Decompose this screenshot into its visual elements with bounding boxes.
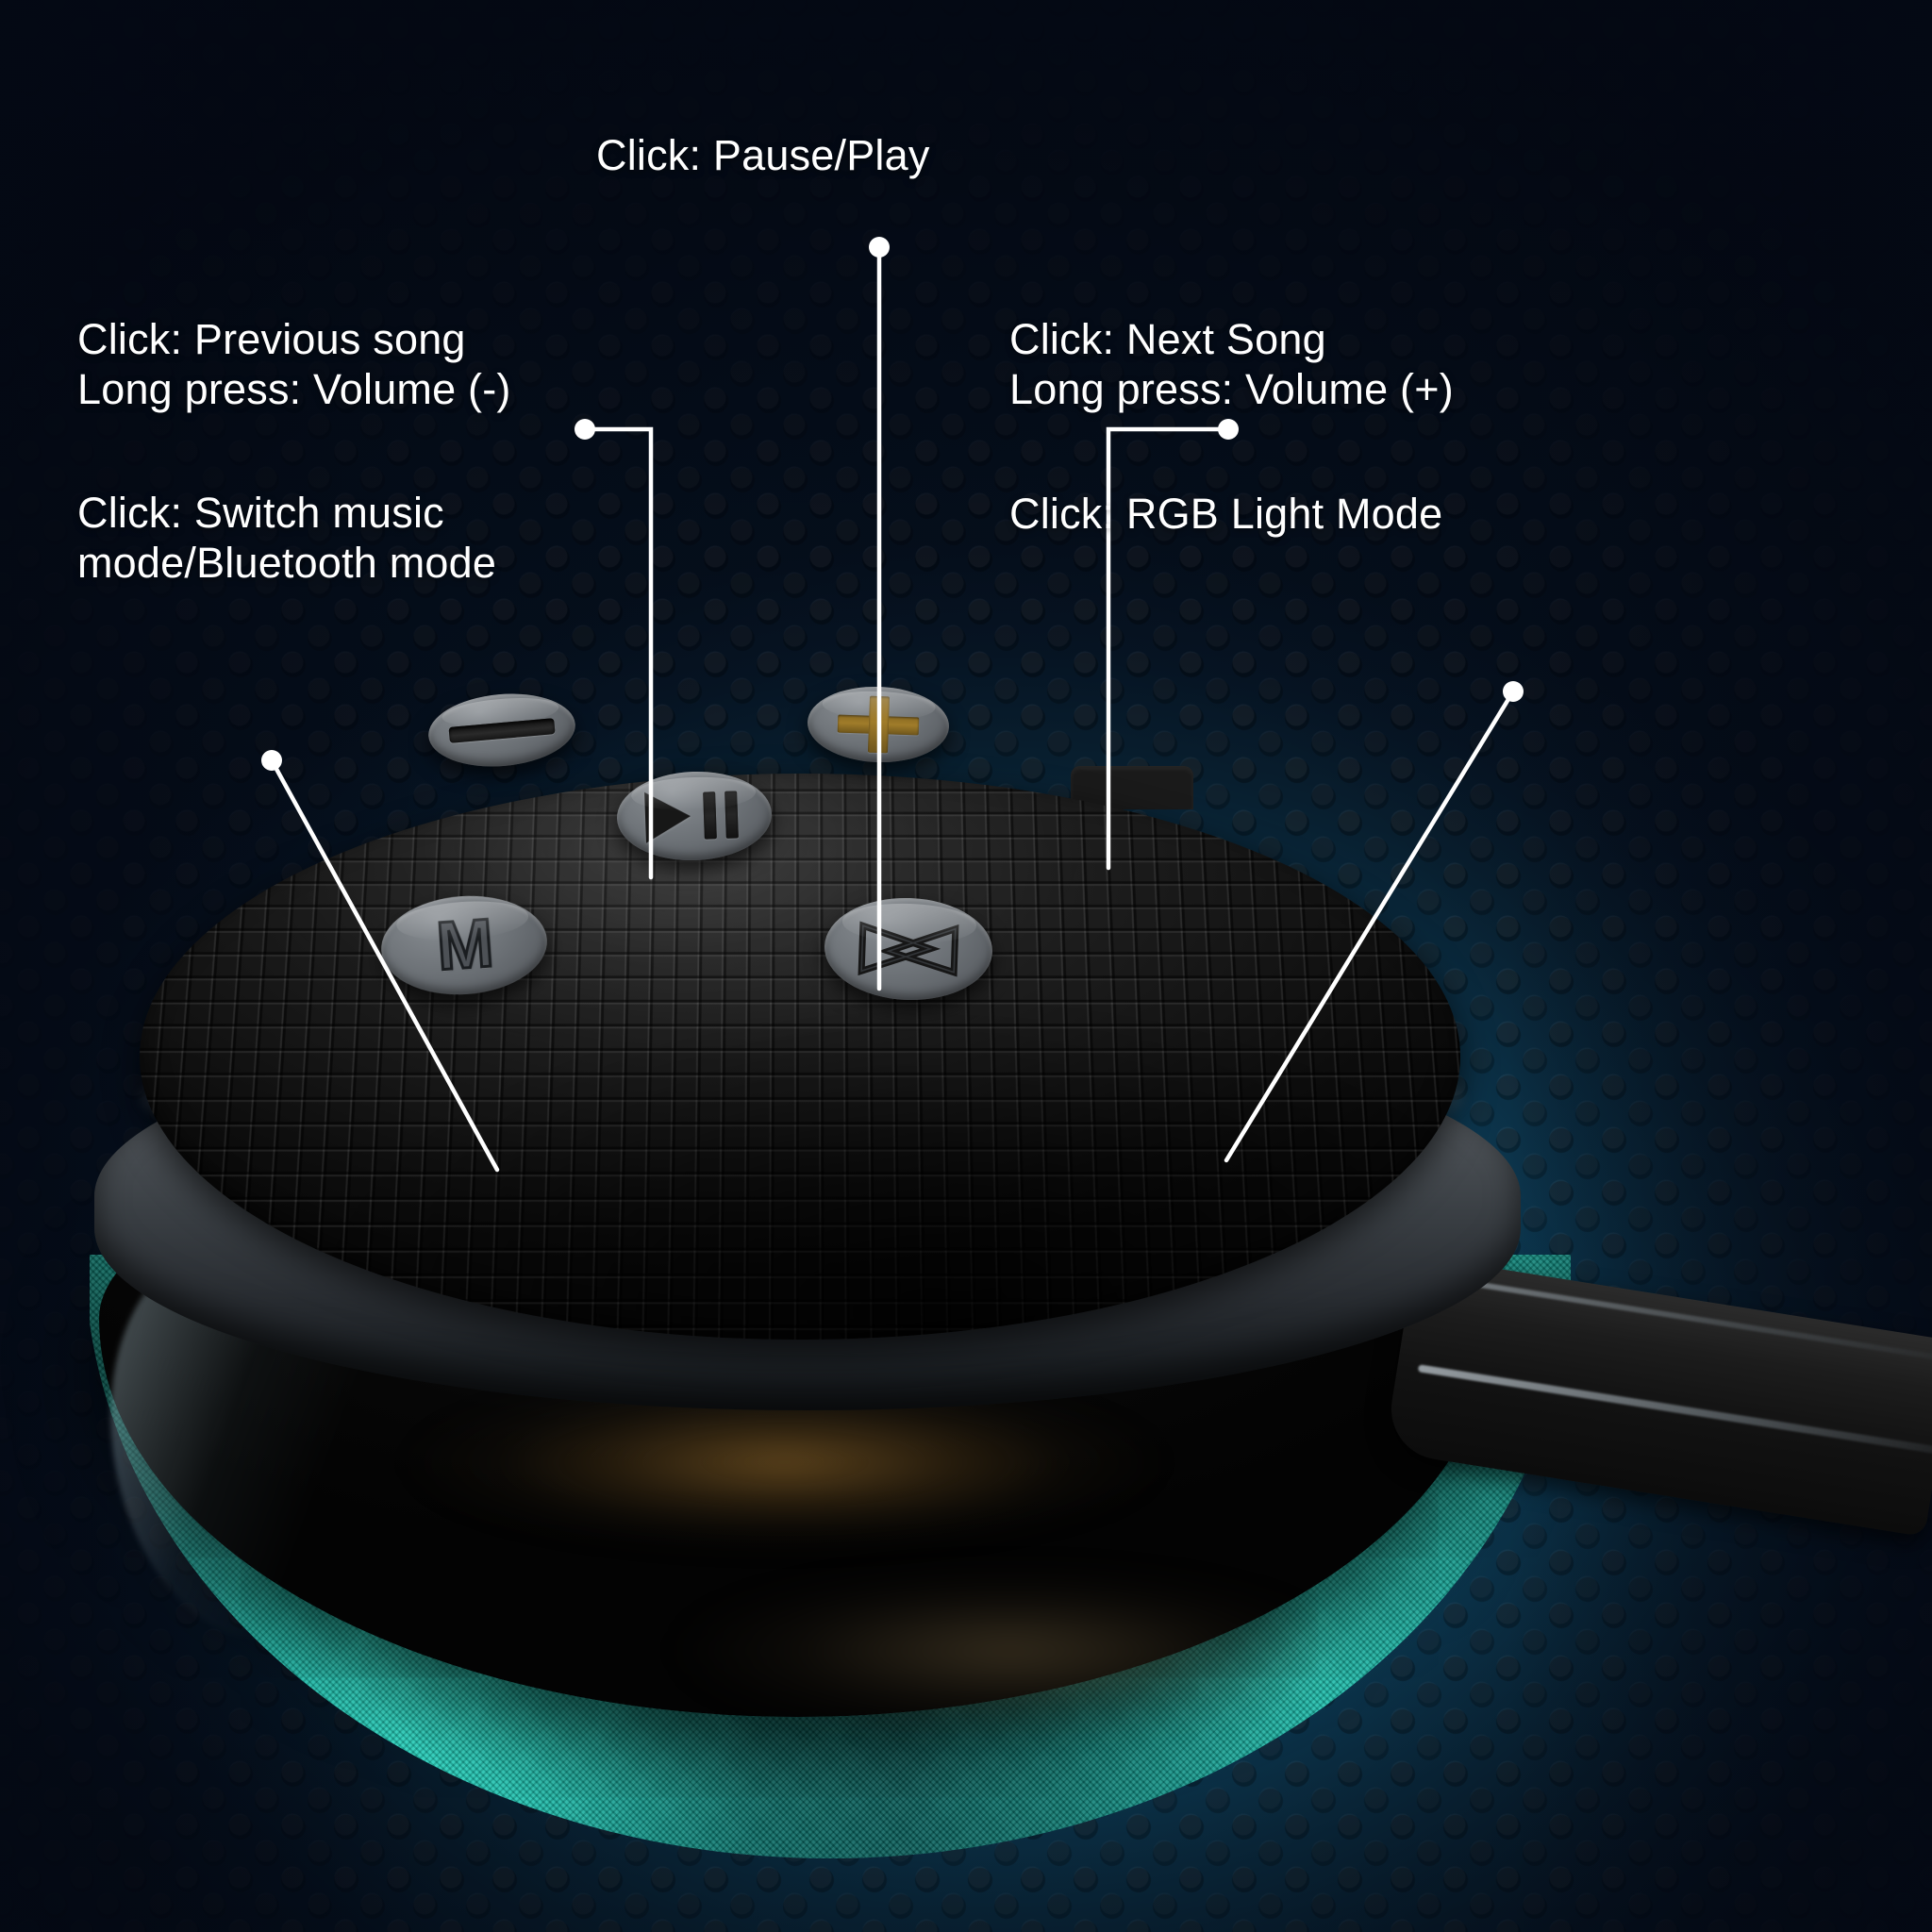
callout-endpoint-dots bbox=[261, 237, 1524, 771]
callout-dot-next-song bbox=[1218, 419, 1239, 440]
callout-line-rgb-light bbox=[1224, 689, 1516, 1163]
callout-line-previous-song bbox=[582, 426, 654, 880]
rgb-light-button[interactable] bbox=[823, 894, 994, 1004]
callout-label-pause-play: Click: Pause/Play bbox=[596, 131, 930, 179]
rgb-light-icon bbox=[858, 921, 959, 977]
callout-dot-pause-play bbox=[869, 237, 890, 258]
callout-line-next-song bbox=[1106, 426, 1231, 871]
top-plate-shading bbox=[140, 774, 1460, 1340]
shell-highlight-lower bbox=[585, 1528, 1434, 1774]
callout-line-switch-mode bbox=[269, 758, 500, 1173]
callout-label-rgb-light: Click: RGB Light Mode bbox=[1009, 490, 1443, 538]
speaker-top-plate bbox=[140, 774, 1460, 1340]
callout-label-switch-mode: Click: Switch music mode/Bluetooth mode bbox=[77, 489, 497, 588]
callout-dot-previous-song bbox=[575, 419, 595, 440]
callout-label-next-song: Click: Next Song Long press: Volume (+) bbox=[1009, 315, 1454, 414]
callout-label-previous-song: Click: Previous song Long press: Volume … bbox=[77, 315, 511, 414]
callout-dot-rgb-light bbox=[1503, 681, 1524, 702]
callout-dot-switch-mode bbox=[261, 750, 282, 771]
